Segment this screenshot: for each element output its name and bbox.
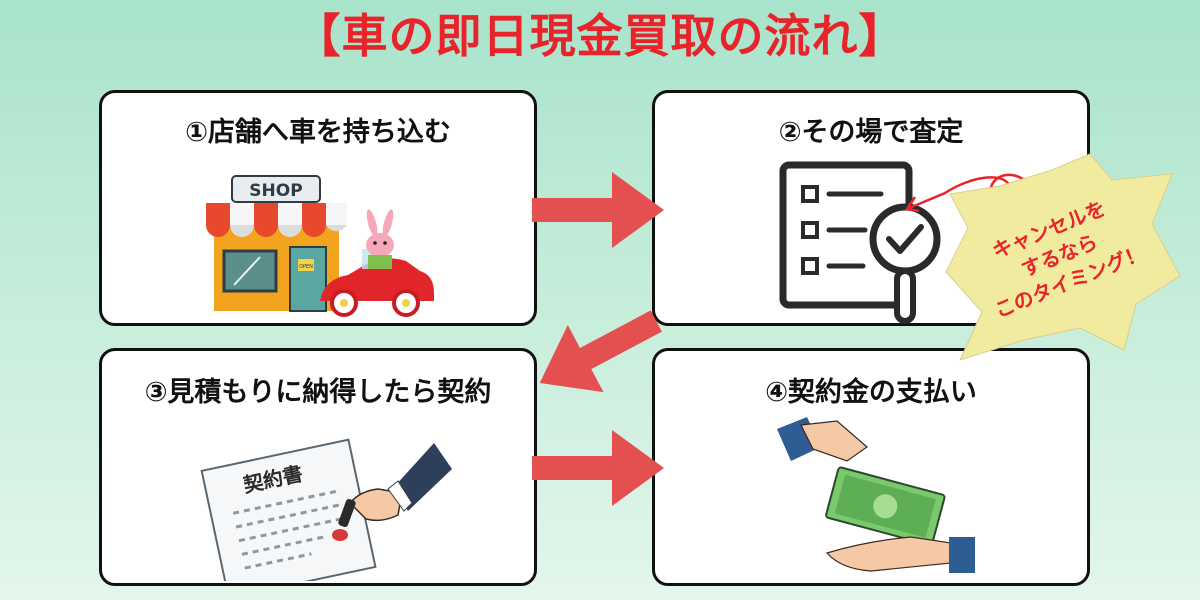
arrow-step3-to-step4	[532, 430, 664, 506]
step-4-title: ④契約金の支払い	[765, 377, 977, 408]
step-3-title: ③見積もりに納得したら契約	[144, 377, 492, 408]
contract-signing-illustration: 契約書	[200, 438, 452, 581]
shop-sign-text: SHOP	[249, 181, 302, 201]
step-1-card: ①店舗へ車を持ち込む SHOP OPEN	[99, 90, 537, 326]
page-title: 【車の即日現金買取の流れ】	[294, 9, 906, 63]
step-3-card: ③見積もりに納得したら契約 契約書	[99, 348, 537, 586]
step-1-title: ①店舗へ車を持ち込む	[185, 117, 451, 148]
step-4-card: ④契約金の支払い	[652, 348, 1090, 586]
cancel-timing-callout: キャンセルを するなら このタイミング！	[945, 153, 1181, 361]
arrow-step2-to-step3	[539, 310, 662, 393]
money-handover-illustration	[777, 417, 975, 573]
arrow-step1-to-step2	[532, 172, 664, 248]
shop-with-car-illustration: SHOP OPEN	[206, 175, 434, 317]
door-sign-text: OPEN	[299, 264, 313, 270]
step-2-title: ②その場で査定	[778, 117, 964, 148]
checklist-magnifier-illustration	[779, 161, 941, 324]
